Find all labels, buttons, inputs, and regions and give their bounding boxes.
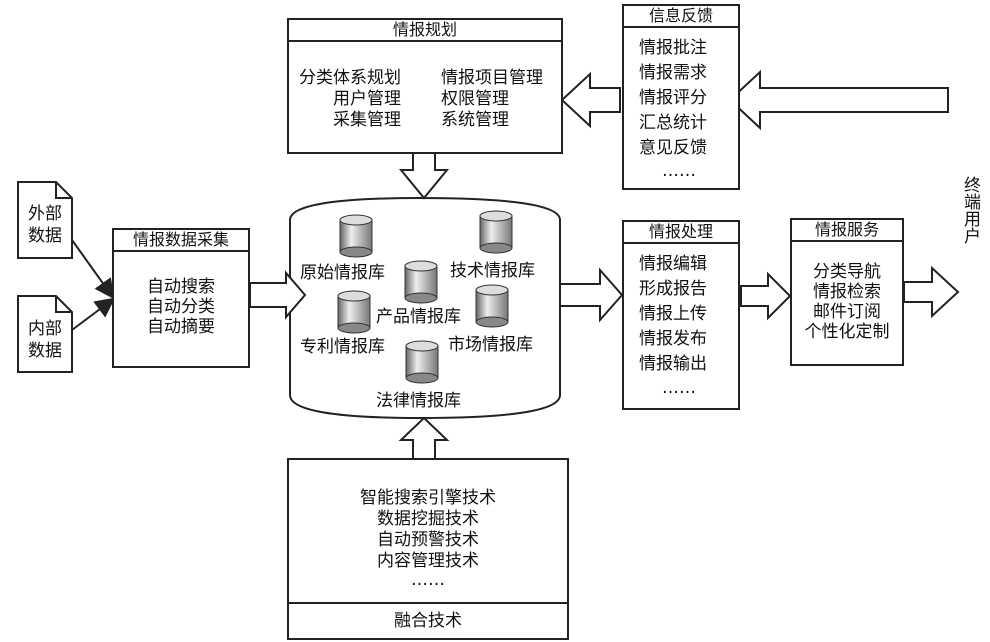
collection-item: 自动摘要 — [147, 317, 215, 337]
end-user-label: 终端用户 — [960, 176, 980, 244]
planning-item-collection-mgmt: 采集管理 — [333, 110, 401, 130]
feedback-item: 情报需求 — [639, 63, 707, 83]
planning-to-db-arrow — [398, 147, 450, 200]
original-db-cylinder-icon — [339, 214, 373, 258]
service-item: 邮件订阅 — [813, 302, 881, 322]
market-db-label: 市场情报库 — [448, 335, 533, 355]
planning-item-user-mgmt: 用户管理 — [333, 89, 401, 109]
market-db-cylinder-icon — [475, 284, 509, 328]
product-db-cylinder-icon — [404, 260, 438, 304]
service-box: 情报服务 分类导航 情报检索 邮件订阅 个性化定制 — [790, 218, 904, 366]
processing-box: 情报处理 情报编辑 形成报告 情报上传 情报发布 情报输出 …… — [622, 220, 740, 410]
planning-item-system-mgmt: 系统管理 — [441, 110, 509, 130]
service-item: 个性化定制 — [804, 322, 890, 342]
processing-item: 情报发布 — [639, 329, 707, 349]
processing-item: 情报编辑 — [639, 254, 707, 274]
external-data-label: 外部数据 — [20, 203, 70, 247]
service-to-user-arrow — [903, 265, 960, 319]
db-cylinders — [337, 210, 513, 384]
processing-item: 情报上传 — [639, 304, 707, 324]
fusion-item: 内容管理技术 — [377, 551, 479, 571]
fusion-item: …… — [411, 570, 445, 590]
collection-item: 自动分类 — [147, 297, 215, 317]
feedback-box: 信息反馈 情报批注 情报需求 情报评分 汇总统计 意见反馈 …… — [622, 4, 740, 190]
planning-box: 情报规划 分类体系规划 用户管理 采集管理 情报项目管理 权限管理 系统管理 — [287, 18, 563, 154]
product-db-label: 产品情报库 — [376, 307, 461, 327]
internal-to-collection-arrow — [71, 297, 116, 331]
fusion-title-bar — [289, 602, 567, 638]
collection-item: 自动搜索 — [147, 277, 215, 297]
internal-data-doc-shape — [17, 295, 73, 373]
fusion-to-db-arrow — [398, 416, 450, 461]
db-to-processing-arrow — [559, 267, 624, 323]
feedback-title: 信息反馈 — [624, 6, 738, 28]
technology-db-cylinder-icon — [479, 210, 513, 254]
service-title: 情报服务 — [792, 220, 902, 242]
law-db-cylinder-icon — [405, 340, 439, 384]
feedback-to-planning-arrow — [560, 71, 621, 129]
feedback-item: 情报评分 — [639, 88, 707, 108]
patent-db-label: 专利情报库 — [300, 337, 385, 357]
processing-title: 情报处理 — [624, 222, 738, 244]
law-db-label: 法律情报库 — [376, 391, 461, 411]
processing-item: …… — [662, 378, 696, 398]
processing-item: 形成报告 — [639, 279, 707, 299]
planning-item-project-mgmt: 情报项目管理 — [441, 68, 543, 88]
fusion-box: 智能搜索引擎技术 数据挖掘技术 自动预警技术 内容管理技术 …… 融合技术 — [287, 458, 569, 640]
external-to-collection-arrow — [71, 239, 115, 300]
internal-data-text: 内部数据 — [28, 319, 62, 361]
collection-to-db-arrow — [249, 270, 307, 320]
fusion-item: 智能搜索引擎技术 — [360, 488, 496, 508]
service-item: 情报检索 — [813, 282, 881, 302]
feedback-item: 情报批注 — [639, 38, 707, 58]
patent-db-cylinder-icon — [337, 290, 371, 334]
user-to-feedback-arrow — [728, 69, 949, 131]
service-item: 分类导航 — [813, 262, 881, 282]
fusion-item: 自动预警技术 — [377, 530, 479, 550]
fusion-title: 融合技术 — [394, 611, 462, 631]
external-data-doc-shape — [17, 181, 73, 259]
feedback-item: …… — [662, 161, 696, 181]
planning-item-classification: 分类体系规划 — [299, 68, 401, 88]
fusion-item: 数据挖掘技术 — [377, 509, 479, 529]
feedback-item: 汇总统计 — [639, 113, 707, 133]
technology-db-label: 技术情报库 — [450, 261, 535, 281]
planning-item-permission-mgmt: 权限管理 — [441, 89, 509, 109]
collection-box: 情报数据采集 自动搜索 自动分类 自动摘要 — [112, 228, 250, 368]
collection-title: 情报数据采集 — [114, 230, 248, 252]
feedback-item: 意见反馈 — [639, 138, 707, 158]
external-data-text: 外部数据 — [28, 204, 62, 246]
internal-data-label: 内部数据 — [20, 318, 70, 362]
processing-item: 情报输出 — [639, 354, 707, 374]
processing-to-service-arrow — [740, 271, 792, 321]
planning-title: 情报规划 — [289, 20, 561, 42]
original-db-label: 原始情报库 — [300, 263, 385, 283]
